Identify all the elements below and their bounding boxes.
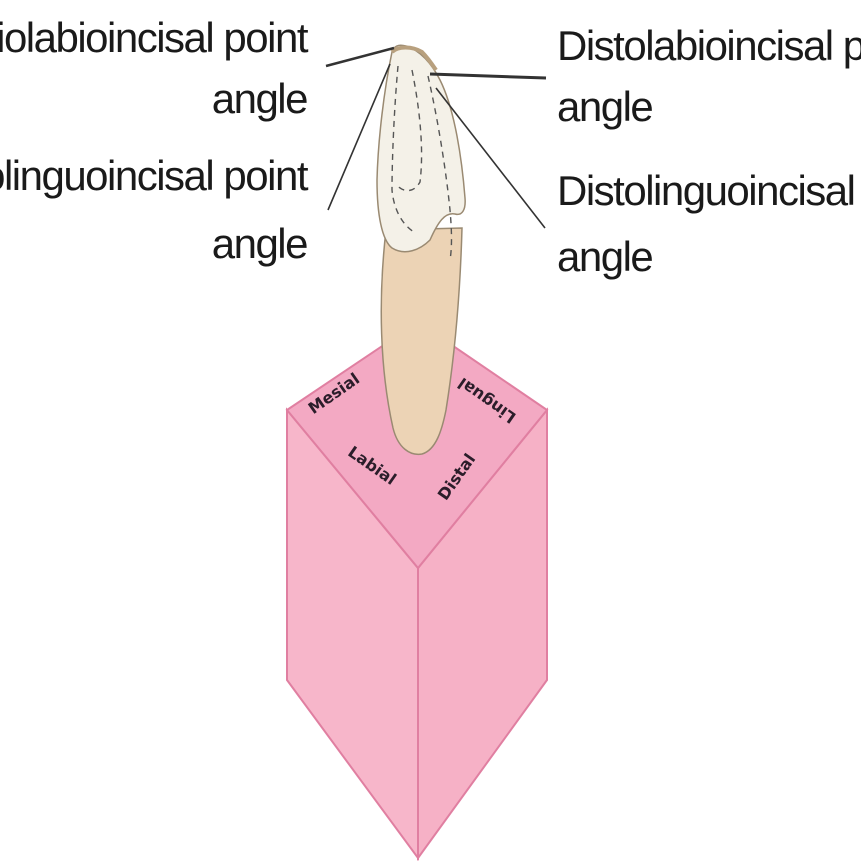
callout-mesiolinguoincisal: Mesiolinguoincisal point angle [0, 152, 309, 267]
leader-distolabioincisal [430, 74, 546, 78]
callout-mesiolabioincisal: Mesiolabioincisal point angle [0, 14, 309, 122]
label-mesiolabioincisal-line2: angle [212, 75, 307, 122]
label-distolabioincisal-line2: angle [557, 83, 652, 130]
callout-distolabioincisal: Distolabioincisal point angle [557, 22, 861, 130]
label-mesiolinguoincisal-line2: angle [212, 220, 307, 267]
label-distolinguoincisal-line1: Distolinguoincisal point [557, 167, 861, 214]
label-mesiolabioincisal-line1: Mesiolabioincisal point [0, 14, 309, 61]
callout-distolinguoincisal: Distolinguoincisal point angle [557, 167, 861, 280]
label-distolabioincisal-line1: Distolabioincisal point [557, 22, 861, 69]
leader-mesiolabioincisal [326, 48, 394, 66]
label-distolinguoincisal-line2: angle [557, 233, 652, 280]
label-mesiolinguoincisal-line1: Mesiolinguoincisal point [0, 152, 309, 199]
